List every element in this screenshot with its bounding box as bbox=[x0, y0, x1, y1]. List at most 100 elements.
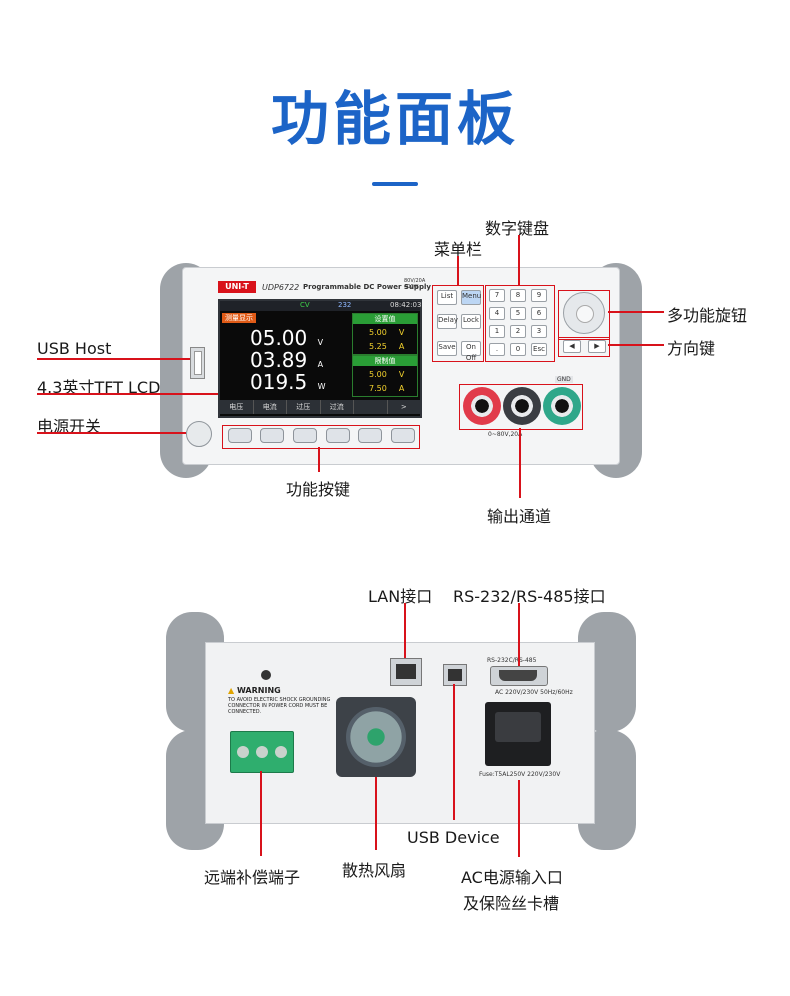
function-key-5[interactable] bbox=[358, 428, 382, 443]
positive-terminal[interactable] bbox=[463, 387, 501, 425]
serial-db9-port[interactable] bbox=[490, 666, 548, 686]
label-keypad: 数字键盘 bbox=[485, 219, 550, 238]
numpad-key-6[interactable]: 6 bbox=[531, 307, 547, 320]
output-rating: 0~80V,20A bbox=[488, 431, 523, 438]
label-serial: RS-232/RS-485接口 bbox=[453, 587, 606, 606]
warning-block: ▲ WARNING TO AVOID ELECTRIC SHOCK GROUND… bbox=[228, 686, 358, 715]
label-lan: LAN接口 bbox=[368, 587, 433, 606]
leader-fan bbox=[375, 777, 377, 850]
label-power-switch: 电源开关 bbox=[37, 417, 102, 436]
usb-host-port[interactable] bbox=[190, 347, 205, 379]
leader-power-switch bbox=[37, 432, 186, 434]
function-key-2[interactable] bbox=[260, 428, 284, 443]
lan-port[interactable] bbox=[390, 658, 422, 686]
label-function-keys: 功能按键 bbox=[286, 480, 351, 499]
numpad-key-0[interactable]: 0 bbox=[510, 343, 526, 356]
numpad-key-8[interactable]: 8 bbox=[510, 289, 526, 302]
numpad-key-5[interactable]: 5 bbox=[510, 307, 526, 320]
label-ac-line2: 及保险丝卡槽 bbox=[463, 894, 560, 913]
numpad-key-dot[interactable]: . bbox=[489, 343, 505, 356]
negative-terminal[interactable] bbox=[503, 387, 541, 425]
interface-indicator: 232 bbox=[338, 301, 352, 309]
label-ac-line1: AC电源输入口 bbox=[461, 868, 563, 887]
menu-key[interactable]: Menu bbox=[461, 290, 481, 305]
list-key[interactable]: List bbox=[437, 290, 457, 305]
warning-triangle-icon: ▲ bbox=[228, 686, 235, 695]
current-readout: 03.89 A bbox=[250, 348, 323, 372]
function-key-1[interactable] bbox=[228, 428, 252, 443]
numpad-group bbox=[485, 285, 555, 362]
on-off-key[interactable]: On Off bbox=[461, 341, 481, 362]
numpad-key-4[interactable]: 4 bbox=[489, 307, 505, 320]
leader-lan bbox=[404, 603, 406, 658]
leader-ac bbox=[518, 780, 520, 857]
numpad-key-7[interactable]: 7 bbox=[489, 289, 505, 302]
softkey-label-current: 电流 bbox=[254, 400, 287, 414]
label-usb-device: USB Device bbox=[407, 828, 500, 847]
page-title: 功能面板 bbox=[270, 85, 519, 153]
save-key[interactable]: Save bbox=[437, 341, 457, 356]
leader-lcd bbox=[37, 393, 218, 395]
ac-inlet[interactable] bbox=[485, 702, 551, 766]
model-number: UDP6722 bbox=[262, 283, 300, 292]
leader-knob bbox=[608, 311, 664, 313]
softkey-label-ocp: 过流 bbox=[321, 400, 354, 414]
right-arrow-key[interactable]: ▶ bbox=[588, 340, 606, 353]
softkey-label-next: > bbox=[400, 403, 407, 411]
leader-serial bbox=[518, 603, 520, 666]
label-sense: 远端补偿端子 bbox=[204, 868, 301, 887]
warning-title: ▲ WARNING bbox=[228, 686, 281, 695]
serial-port-label: RS-232C/RS-485 bbox=[487, 657, 537, 664]
rotary-knob[interactable] bbox=[563, 292, 605, 334]
softkey-label-blank bbox=[354, 400, 388, 414]
numpad-key-esc[interactable]: Esc bbox=[531, 343, 547, 356]
numpad-key-3[interactable]: 3 bbox=[531, 325, 547, 338]
left-arrow-key[interactable]: ◀ bbox=[563, 340, 581, 353]
usb-device-port[interactable] bbox=[443, 664, 467, 686]
power-readout: 019.5 W bbox=[250, 370, 326, 394]
lcd-screen: CV 232 08:42:03 测量显示 05.00 V 03.89 A 019… bbox=[218, 299, 422, 418]
knob-group bbox=[558, 290, 610, 340]
ground-terminal[interactable] bbox=[543, 387, 581, 425]
leader-keypad bbox=[518, 235, 520, 285]
current-unit: A bbox=[317, 360, 324, 369]
label-fan: 散热风扇 bbox=[342, 861, 407, 880]
power-value: 019.5 bbox=[250, 370, 308, 394]
status-bar: CV 232 08:42:03 bbox=[220, 301, 421, 311]
voltage-readout: 05.00 V bbox=[250, 326, 323, 350]
ground-symbol-icon bbox=[261, 670, 271, 680]
lock-key[interactable]: Lock bbox=[461, 314, 481, 329]
current-value: 03.89 bbox=[250, 348, 308, 372]
softkey-label-voltage: 电压 bbox=[220, 400, 254, 414]
function-key-3[interactable] bbox=[293, 428, 317, 443]
brand-text: UNI-T bbox=[225, 282, 249, 291]
numpad-key-1[interactable]: 1 bbox=[489, 325, 505, 338]
label-knob: 多功能旋钮 bbox=[667, 306, 748, 325]
leader-usb-host bbox=[37, 358, 190, 360]
delay-key[interactable]: Delay bbox=[437, 314, 458, 329]
function-key-4[interactable] bbox=[326, 428, 350, 443]
softkey-label-ovp: 过压 bbox=[287, 400, 321, 414]
numpad-key-2[interactable]: 2 bbox=[510, 325, 526, 338]
numpad: 7 8 9 4 5 6 1 2 3 . 0 Esc bbox=[489, 289, 551, 356]
softkey-bar: 电压 电流 过压 过流 > bbox=[220, 400, 420, 414]
numpad-key-9[interactable]: 9 bbox=[531, 289, 547, 302]
leader-usb-device bbox=[453, 684, 455, 820]
fuse-label: Fuse:T5AL250V 220V/230V bbox=[479, 771, 561, 778]
function-keys-group bbox=[222, 425, 420, 449]
label-output: 输出通道 bbox=[487, 507, 552, 526]
label-usb-host: USB Host bbox=[37, 339, 112, 358]
set-panel-title: 设置值 bbox=[353, 314, 417, 324]
power-switch-button[interactable] bbox=[186, 421, 212, 447]
function-key-6[interactable] bbox=[391, 428, 415, 443]
warning-text: TO AVOID ELECTRIC SHOCK GROUNDING CONNEC… bbox=[228, 697, 331, 715]
sense-terminal-block[interactable] bbox=[230, 731, 294, 773]
label-arrows: 方向键 bbox=[667, 339, 716, 358]
arrow-keys-group bbox=[558, 337, 610, 357]
